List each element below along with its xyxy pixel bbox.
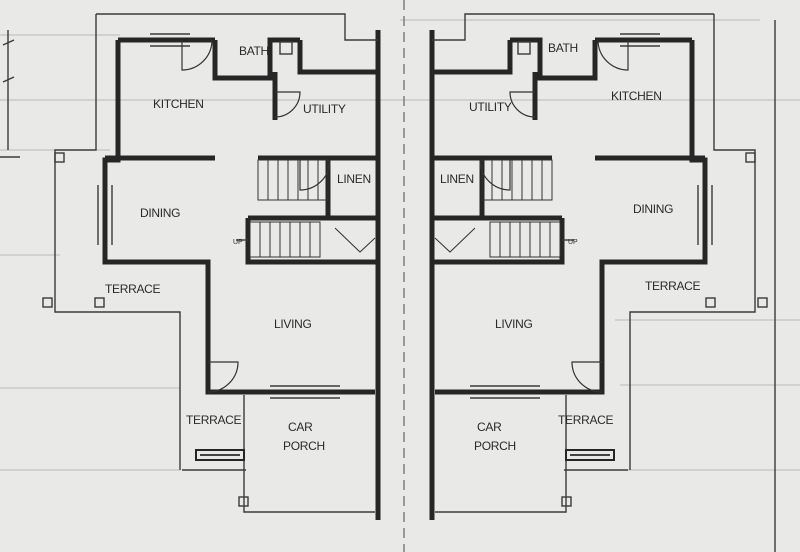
right-porch-label: PORCH xyxy=(474,439,516,453)
background-lines xyxy=(0,19,800,552)
right-car-label: CAR xyxy=(477,420,502,434)
right-linen-label: LINEN xyxy=(440,172,474,186)
left-living-label: LIVING xyxy=(274,317,312,331)
right-bath-label: BATH xyxy=(548,41,578,55)
left-terrace-side-label: TERRACE xyxy=(105,282,161,296)
right-kitchen-label: KITCHEN xyxy=(611,89,662,103)
right-terrace-side-label: TERRACE xyxy=(645,279,701,293)
right-living-label: LIVING xyxy=(495,317,533,331)
left-utility-label: UTILITY xyxy=(303,102,346,116)
left-linen-label: LINEN xyxy=(337,172,371,186)
right-up-label: UP xyxy=(568,239,578,246)
left-up-label: UP xyxy=(233,239,243,246)
party-wall xyxy=(375,0,435,552)
right-utility-label: UTILITY xyxy=(469,100,512,114)
left-unit xyxy=(42,13,378,513)
right-terrace-front-label: TERRACE xyxy=(558,413,614,427)
right-dining-label: DINING xyxy=(633,202,673,216)
left-dining-label: DINING xyxy=(140,206,180,220)
left-kitchen-label: KITCHEN xyxy=(153,97,204,111)
right-unit xyxy=(432,13,768,513)
left-porch-label: PORCH xyxy=(283,439,325,453)
left-terrace-front-label: TERRACE xyxy=(186,413,242,427)
left-car-label: CAR xyxy=(288,420,313,434)
left-bath-label: BATH xyxy=(239,44,269,58)
